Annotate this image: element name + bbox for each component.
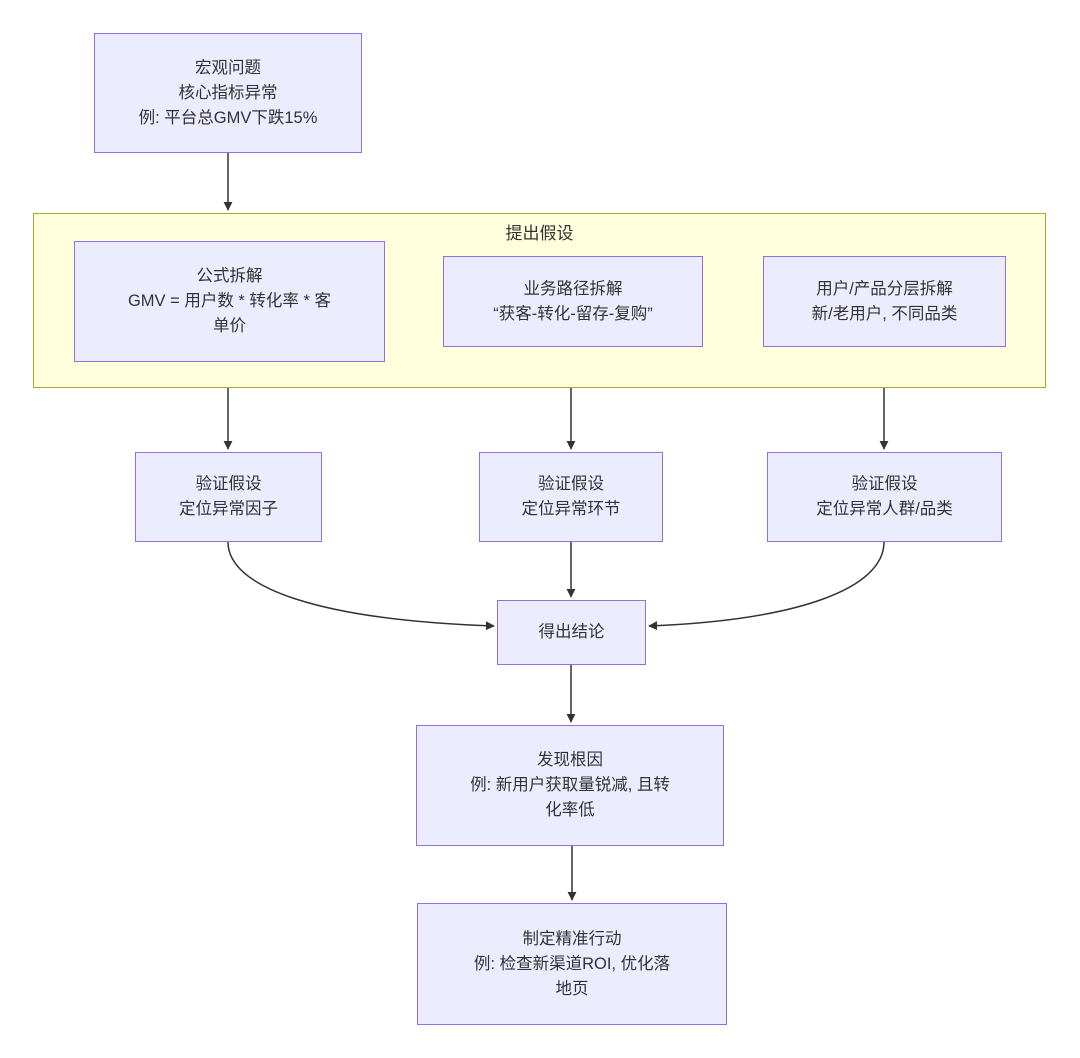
node-verify-segment: 验证假设 定位异常人群/品类 xyxy=(767,452,1002,542)
node-business-path-breakdown: 业务路径拆解 “获客-转化-留存-复购” xyxy=(443,256,703,347)
cluster-hypothesis-label: 提出假设 xyxy=(505,224,574,243)
node-user-product-segmentation: 用户/产品分层拆解 新/老用户, 不同品类 xyxy=(763,256,1006,347)
node-precise-action: 制定精准行动 例: 检查新渠道ROI, 优化落 地页 xyxy=(417,903,727,1025)
node-macro-problem: 宏观问题 核心指标异常 例: 平台总GMV下跌15% xyxy=(94,33,362,153)
node-verify-funnel-step: 验证假设 定位异常环节 xyxy=(479,452,663,542)
node-formula-breakdown: 公式拆解 GMV = 用户数 * 转化率 * 客 单价 xyxy=(74,241,385,362)
node-root-cause: 发现根因 例: 新用户获取量锐减, 且转 化率低 xyxy=(416,725,724,846)
edge-verify1-to-conclusion xyxy=(227,541,495,631)
node-verify-factor: 验证假设 定位异常因子 xyxy=(135,452,322,542)
edge-verify3-to-conclusion xyxy=(648,541,885,631)
node-conclusion: 得出结论 xyxy=(497,600,646,665)
